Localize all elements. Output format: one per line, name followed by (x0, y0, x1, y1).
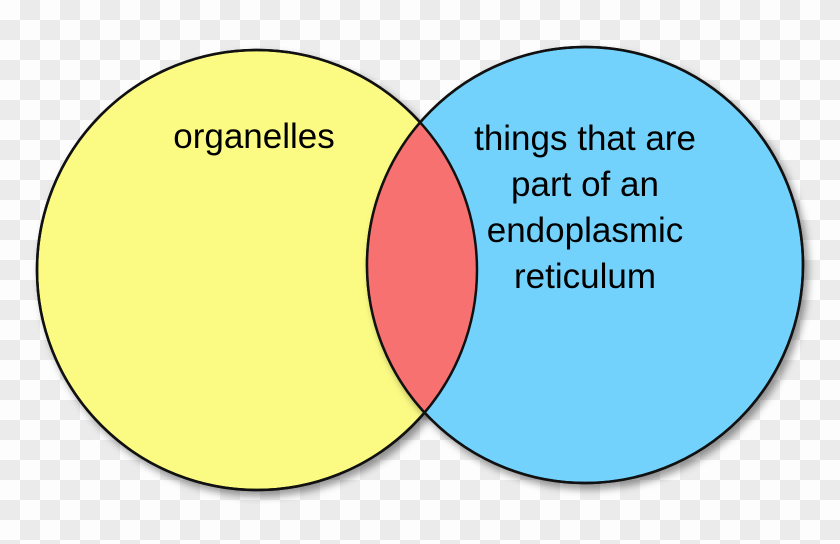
left-set-label: organelles (173, 117, 335, 156)
right-set-outline (365, 45, 805, 485)
right-set-label-line: reticulum (514, 257, 656, 296)
right-set-label: things that are part of an endoplasmic reti… (474, 119, 696, 296)
right-set-label-line: things that are (474, 119, 696, 158)
right-set-label-line: part of an (511, 165, 659, 204)
right-set-label-line: endoplasmic (487, 211, 684, 250)
left-set-outline (35, 48, 479, 492)
